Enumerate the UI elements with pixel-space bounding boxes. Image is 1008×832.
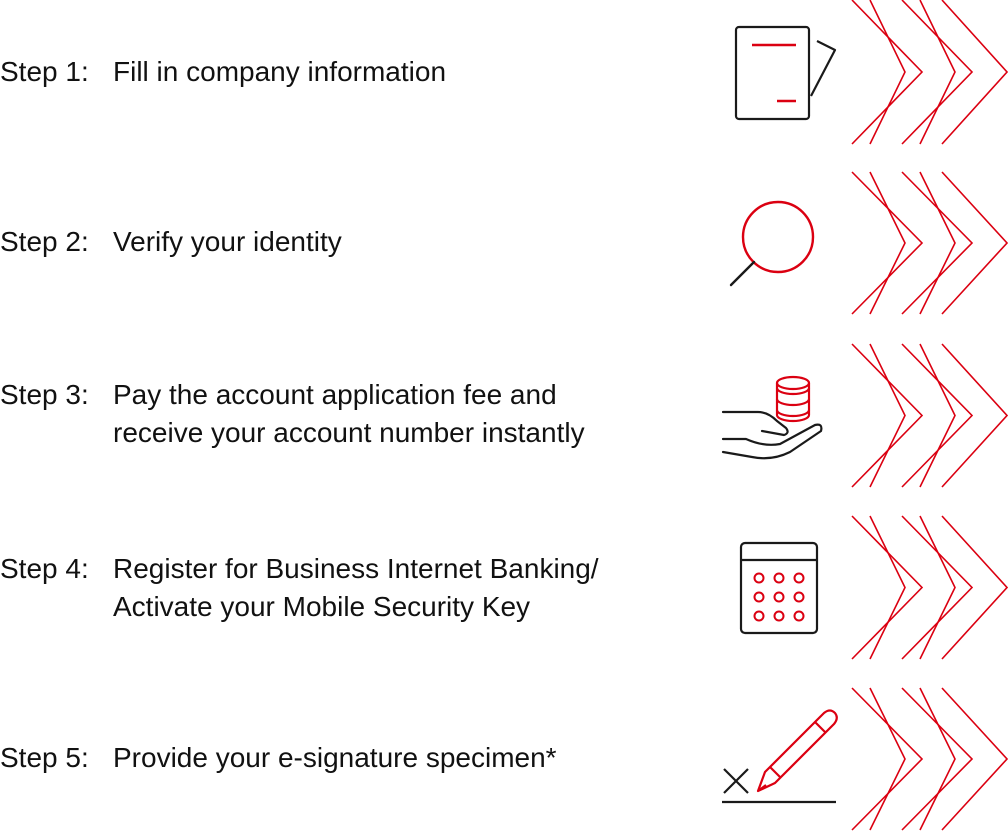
keypad-key-9 bbox=[793, 610, 805, 622]
chevron-arrow-1 bbox=[851, 687, 924, 831]
coin-2 bbox=[775, 398, 811, 407]
step-icons bbox=[721, 25, 838, 804]
chevron-arrow-2 bbox=[869, 343, 906, 488]
keypad-key-1 bbox=[753, 572, 765, 584]
chevron-arrow-1 bbox=[851, 515, 924, 660]
step-1-text: Fill in company information bbox=[113, 56, 447, 87]
step-4-label: Step 4: Register for Business Internet Ba… bbox=[0, 550, 599, 626]
chevron-banner-5 bbox=[0, 687, 1008, 831]
cross-stroke-b bbox=[723, 768, 749, 794]
chevron-arrow-2 bbox=[869, 515, 906, 660]
chevron-arrow-4 bbox=[919, 171, 956, 315]
step-3-text-line1: Pay the account application fee and bbox=[113, 379, 557, 410]
chevron-arrow-4 bbox=[919, 687, 956, 831]
chevron-arrow-5 bbox=[941, 171, 1008, 315]
chevron-banner-4 bbox=[0, 515, 1008, 660]
step-4-text-line2: Activate your Mobile Security Key bbox=[113, 591, 531, 622]
step-4-number: Step 4: bbox=[0, 553, 89, 584]
coin-1 bbox=[775, 387, 811, 396]
chevron-arrow-5 bbox=[941, 515, 1008, 660]
chevron-arrow-3 bbox=[901, 343, 974, 488]
chevron-arrow-2 bbox=[869, 171, 906, 315]
pen-signature-icon bbox=[722, 709, 838, 804]
chevron-arrow-1 bbox=[851, 0, 924, 145]
magnifier-icon bbox=[729, 200, 815, 287]
coin-stack bbox=[775, 375, 811, 423]
back-sheet bbox=[810, 40, 837, 97]
coin-bottom bbox=[775, 414, 811, 423]
step-3-label: Step 3: Pay the account application fee a… bbox=[0, 376, 585, 452]
coin-3 bbox=[775, 409, 811, 418]
step-1-label: Step 1: Fill in company information bbox=[0, 53, 446, 91]
chevron-arrow-5 bbox=[941, 687, 1008, 831]
chevron-arrow-3 bbox=[901, 0, 974, 145]
keypad-key-3 bbox=[793, 572, 805, 584]
pen bbox=[756, 709, 838, 793]
chevron-arrow-3 bbox=[901, 687, 974, 831]
keypad-key-4 bbox=[753, 591, 765, 603]
coin-top bbox=[775, 375, 811, 391]
chevron-arrow-5 bbox=[941, 343, 1008, 488]
keypad-key-6 bbox=[793, 591, 805, 603]
chevron-arrow-4 bbox=[919, 0, 956, 145]
step-2-text: Verify your identity bbox=[113, 226, 342, 257]
chevron-banner-2 bbox=[0, 171, 1008, 315]
step-2-number: Step 2: bbox=[0, 226, 89, 257]
chevron-arrow-4 bbox=[919, 343, 956, 488]
hand-coins-icon bbox=[721, 375, 823, 460]
chevron-arrow-1 bbox=[851, 343, 924, 488]
step-3-number: Step 3: bbox=[0, 379, 89, 410]
step-3-text-line2: receive your account number instantly bbox=[113, 417, 585, 448]
keypad-key-7 bbox=[753, 610, 765, 622]
step-5-label: Step 5: Provide your e-signature specimen… bbox=[0, 739, 557, 777]
chevron-arrow-4 bbox=[919, 515, 956, 660]
chevron-arrow-2 bbox=[869, 687, 906, 831]
keypad-key-8 bbox=[773, 610, 785, 622]
step-2-label: Step 2: Verify your identity bbox=[0, 223, 342, 261]
security-keypad-icon bbox=[739, 541, 819, 635]
lens bbox=[741, 200, 815, 274]
chevron-arrow-1 bbox=[851, 171, 924, 315]
chevron-arrow-3 bbox=[901, 171, 974, 315]
handle bbox=[729, 260, 756, 287]
front-sheet bbox=[734, 25, 811, 121]
chevron-banner-1 bbox=[0, 0, 1008, 145]
keypad-key-5 bbox=[773, 591, 785, 603]
chevron-banner-3 bbox=[0, 343, 1008, 488]
step-5-text: Provide your e-signature specimen* bbox=[113, 742, 557, 773]
step-1-number: Step 1: bbox=[0, 56, 89, 87]
keypad-body bbox=[739, 541, 819, 635]
chevron-arrow-3 bbox=[901, 515, 974, 660]
document-icon bbox=[734, 25, 837, 121]
chevron-arrow-2 bbox=[869, 0, 906, 145]
step-5-number: Step 5: bbox=[0, 742, 89, 773]
keypad-key-2 bbox=[773, 572, 785, 584]
step-4-text-line1: Register for Business Internet Banking/ bbox=[113, 553, 599, 584]
open-hand bbox=[721, 410, 823, 460]
chevron-arrow-5 bbox=[941, 0, 1008, 145]
